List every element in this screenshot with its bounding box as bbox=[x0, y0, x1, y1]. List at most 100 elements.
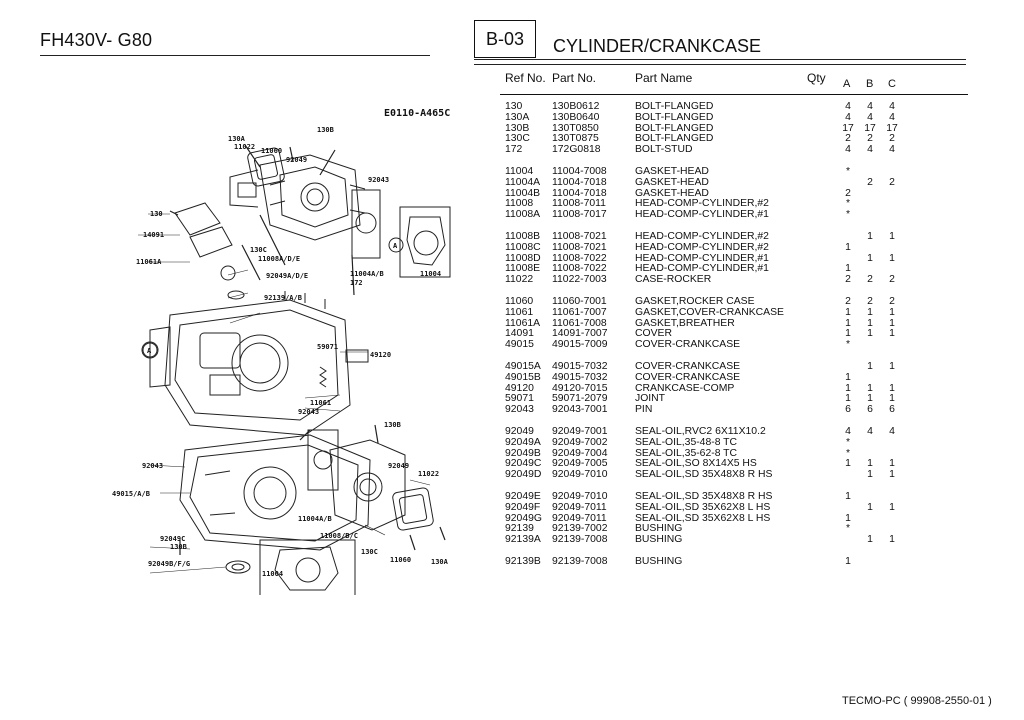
header-qty: Qty bbox=[807, 71, 826, 85]
ref-no: 49120 bbox=[505, 382, 534, 394]
qty-c: 2 bbox=[889, 133, 895, 145]
part-no: 130B0612 bbox=[552, 101, 600, 112]
header-col-a: A bbox=[843, 78, 851, 90]
part-no: 92139-7008 bbox=[552, 555, 608, 567]
qty-c: 1 bbox=[889, 328, 895, 340]
circle-marker-a bbox=[142, 237, 404, 358]
model-title-rule bbox=[40, 55, 430, 56]
qty-b: 4 bbox=[867, 425, 873, 437]
part-name: CRANKCASE-COMP bbox=[635, 382, 735, 394]
part-no: 49015-7032 bbox=[552, 371, 608, 383]
qty-a: * bbox=[845, 198, 851, 210]
gasket-frame-lower bbox=[259, 539, 356, 595]
part-no: 92049-7005 bbox=[552, 458, 608, 470]
callout-92049ade: 92049A/D/E bbox=[266, 272, 309, 280]
callout-92139ab: 92139/A/B bbox=[264, 294, 302, 302]
qty-b: 2 bbox=[867, 133, 873, 145]
part-name: COVER-CRANKCASE bbox=[635, 339, 741, 351]
qty-a: 1 bbox=[845, 490, 851, 502]
callout-11061: 11061 bbox=[310, 399, 332, 407]
callout-130c-lower: 130C bbox=[361, 548, 378, 556]
ref-no: 130A bbox=[505, 111, 530, 123]
part-no: 14091-7007 bbox=[552, 328, 608, 340]
qty-a: 2 bbox=[845, 187, 851, 199]
ref-no: 11004B bbox=[505, 187, 541, 199]
qty-a: * bbox=[845, 436, 851, 448]
qty-a: 1 bbox=[845, 458, 851, 470]
header-col-b: B bbox=[866, 78, 874, 90]
ref-no: 11008E bbox=[505, 263, 541, 275]
qty-c: 1 bbox=[889, 252, 895, 264]
callout-11022-right: 11022 bbox=[418, 470, 440, 478]
cylinder-head-lower bbox=[329, 439, 406, 531]
qty-a: 1 bbox=[845, 328, 851, 340]
ref-no: 92049F bbox=[505, 501, 541, 513]
qty-b: 4 bbox=[867, 101, 873, 112]
part-name: GASKET,BREATHER bbox=[635, 317, 735, 329]
header-part-name: Part Name bbox=[635, 71, 693, 85]
ref-no: 130B bbox=[505, 122, 530, 134]
rocker-cover-upper bbox=[247, 147, 285, 187]
qty-b: 17 bbox=[864, 122, 876, 134]
part-no: 130B0640 bbox=[552, 111, 600, 123]
part-no: 92139-7008 bbox=[552, 534, 608, 546]
callout-11060-lower: 11060 bbox=[390, 556, 412, 564]
part-name: SEAL-OIL,SD 35X62X8 L HS bbox=[635, 512, 771, 524]
qty-a: 2 bbox=[845, 133, 851, 145]
part-no: 59071-2079 bbox=[552, 393, 608, 405]
part-name: BUSHING bbox=[635, 534, 683, 546]
part-name: SEAL-OIL,RVC2 6X11X10.2 bbox=[635, 425, 766, 437]
part-name: HEAD-COMP-CYLINDER,#2 bbox=[635, 230, 769, 242]
callout-92049c: 92049C bbox=[160, 535, 186, 543]
qty-b: 1 bbox=[867, 306, 873, 318]
part-name: PIN bbox=[635, 404, 653, 416]
part-no: 11008-7022 bbox=[552, 252, 607, 264]
part-name: BOLT-FLANGED bbox=[635, 101, 714, 112]
part-no: 130T0875 bbox=[552, 133, 599, 145]
leader-lines bbox=[138, 213, 431, 574]
ref-no: 11022 bbox=[505, 274, 534, 286]
ref-no: 11061 bbox=[505, 306, 534, 318]
callout-130b-right: 130B bbox=[384, 421, 401, 429]
callout-11004-lower: 11004 bbox=[262, 570, 284, 578]
qty-b: 2 bbox=[867, 176, 873, 188]
part-name: GASKET,COVER-CRANKCASE bbox=[635, 306, 784, 318]
rocker-cover-lower bbox=[392, 487, 434, 531]
ref-no: 14091 bbox=[505, 328, 534, 340]
callout-11008ade: 11008A/D/E bbox=[258, 255, 301, 263]
qty-b: 1 bbox=[867, 252, 873, 264]
qty-b: 1 bbox=[867, 230, 873, 242]
crankcase-cover-lower bbox=[179, 434, 371, 551]
qty-a: 4 bbox=[845, 425, 851, 437]
part-no: 92049-7010 bbox=[552, 490, 608, 502]
qty-c: 2 bbox=[889, 176, 895, 188]
qty-b: 1 bbox=[867, 393, 873, 405]
callout-59071: 59071 bbox=[317, 343, 339, 351]
section-rule-2 bbox=[474, 64, 966, 65]
qty-c: 4 bbox=[889, 144, 895, 156]
ref-no: 49015 bbox=[505, 339, 534, 351]
qty-a: * bbox=[845, 165, 851, 177]
part-name: BUSHING bbox=[635, 555, 683, 567]
head-gasket-lower bbox=[307, 429, 339, 491]
joint-spring bbox=[319, 349, 369, 388]
callout-11004ab-lower: 11004A/B bbox=[298, 515, 332, 523]
qty-a: 1 bbox=[845, 263, 851, 275]
qty-c: 4 bbox=[889, 101, 895, 112]
header-ref-no: Ref No. bbox=[505, 71, 546, 85]
qty-a: 1 bbox=[845, 382, 851, 394]
